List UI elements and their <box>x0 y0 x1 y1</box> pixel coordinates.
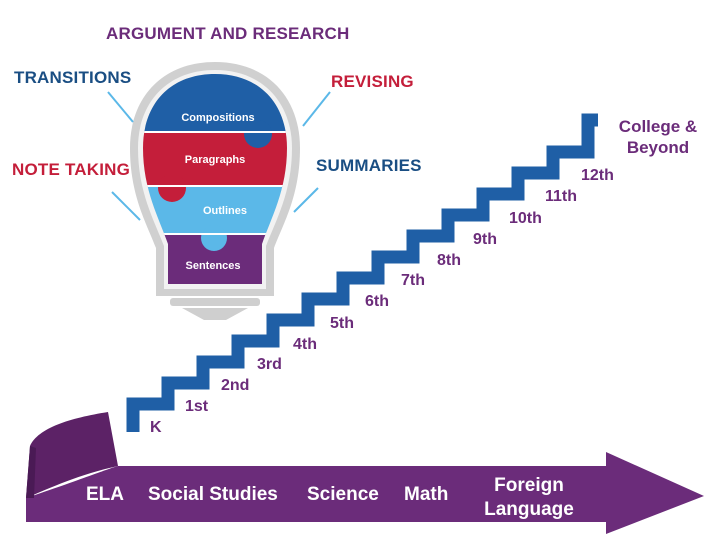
grade-9th: 9th <box>473 231 497 248</box>
grade-k: K <box>150 419 162 436</box>
skill-transitions: TRANSITIONS <box>14 68 132 87</box>
subject-foreign-language: Foreign Language <box>484 475 574 520</box>
staircase-path <box>126 113 598 432</box>
grade-7th: 7th <box>401 272 425 289</box>
arrow-tail-curl <box>26 412 118 498</box>
grade-2nd: 2nd <box>221 377 250 394</box>
piece-label-paragraphs: Paragraphs <box>185 154 246 166</box>
subject-social-studies: Social Studies <box>148 484 278 505</box>
connector-note-taking <box>111 191 141 221</box>
grade-5th: 5th <box>330 315 354 332</box>
skill-revising: REVISING <box>331 72 414 91</box>
connector-summaries <box>293 187 319 213</box>
grade-6th: 6th <box>365 293 389 310</box>
grade-1st: 1st <box>185 398 209 415</box>
grade-4th: 4th <box>293 336 317 353</box>
college-and-beyond-label: College & Beyond <box>618 117 698 157</box>
connector-transitions <box>107 91 134 123</box>
piece-label-outlines: Outlines <box>203 205 247 217</box>
subject-science: Science <box>307 484 379 505</box>
piece-label-compositions: Compositions <box>181 112 254 124</box>
skill-note-taking: NOTE TAKING <box>12 160 131 179</box>
skill-argument-and-research: ARGUMENT AND RESEARCH <box>106 24 350 43</box>
connector-revising <box>302 91 331 127</box>
grade-12th: 12th <box>581 167 614 184</box>
grade-8th: 8th <box>437 252 461 269</box>
skill-summaries: SUMMARIES <box>316 156 422 175</box>
grade-3rd: 3rd <box>257 356 282 373</box>
grade-10th: 10th <box>509 210 542 227</box>
piece-label-sentences: Sentences <box>185 260 240 272</box>
subject-ela: ELA <box>86 484 124 505</box>
grade-11th: 11th <box>545 188 578 205</box>
arrow-band <box>26 452 704 534</box>
subject-math: Math <box>404 484 449 505</box>
